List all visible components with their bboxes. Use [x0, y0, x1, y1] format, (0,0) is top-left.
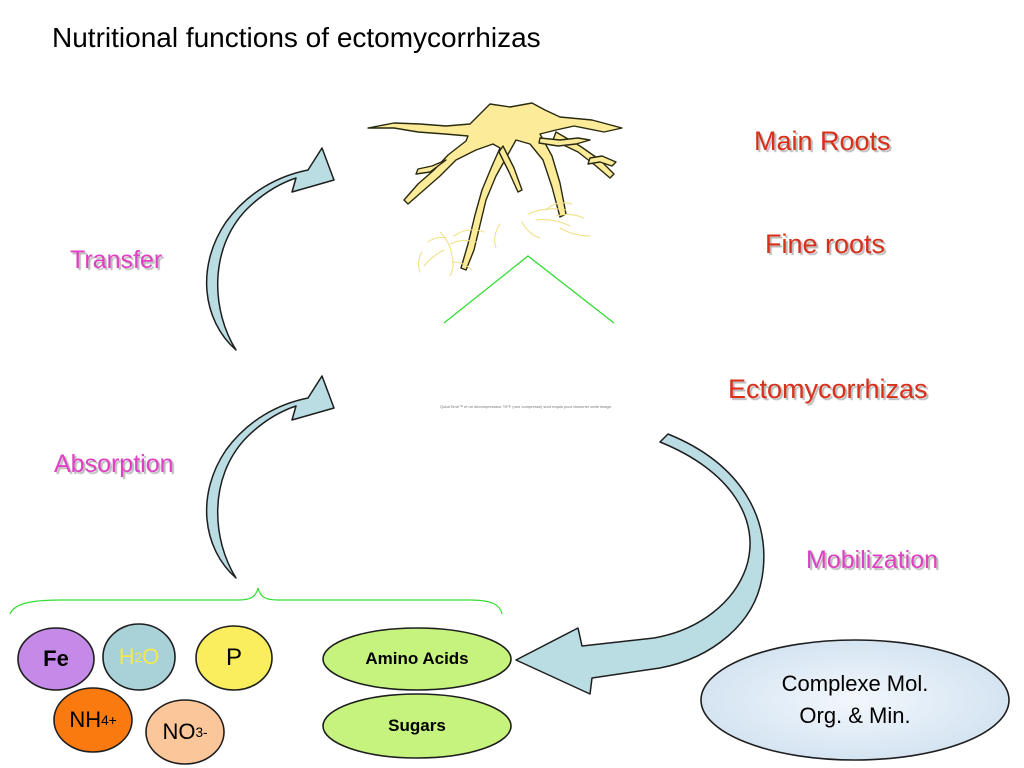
image-placeholder-note: QuickTime™ et un décompresseur TIFF (non…: [440, 404, 613, 409]
complex-ellipse: [700, 639, 1010, 761]
label-mobilization: Mobilization: [806, 546, 939, 574]
mobilization-arrow: [515, 433, 765, 695]
fe-ellipse: [17, 627, 95, 691]
main-roots-illustration: [367, 102, 623, 271]
page-title: Nutritional functions of ectomycorrhizas: [52, 22, 541, 53]
label-transfer: Transfer: [70, 246, 163, 274]
absorption-arrow: [205, 375, 335, 579]
amino-acids-label: Amino Acids: [365, 649, 469, 668]
label-absorption: Absorption: [54, 450, 174, 478]
nutrient-brace: [9, 587, 503, 615]
transfer-arrow: [205, 147, 335, 351]
amino-acids-ellipse: [322, 627, 512, 691]
nh4-ellipse: [53, 687, 133, 753]
p-label: P: [225, 644, 242, 671]
ectomycorrhiza-bracket: [443, 255, 615, 324]
p-ellipse: [195, 625, 273, 691]
label-ectomycorrhizas: Ectomycorrhizas: [728, 374, 928, 404]
fine-roots-illustration: [417, 202, 591, 277]
complex-line-2: Org. & Min.: [799, 703, 911, 728]
complex-line-1: Complexe Mol.: [781, 671, 929, 696]
label-fine-roots: Fine roots: [765, 229, 886, 259]
sugars-ellipse: [322, 693, 512, 759]
sugars-label: Sugars: [388, 716, 446, 735]
no3-ellipse: [145, 699, 225, 765]
complex-label: Complexe Mol. Org. & Min.: [700, 640, 1010, 760]
h2o-ellipse: [102, 623, 176, 691]
label-main-roots: Main Roots: [754, 126, 891, 156]
fe-label: Fe: [43, 646, 69, 671]
